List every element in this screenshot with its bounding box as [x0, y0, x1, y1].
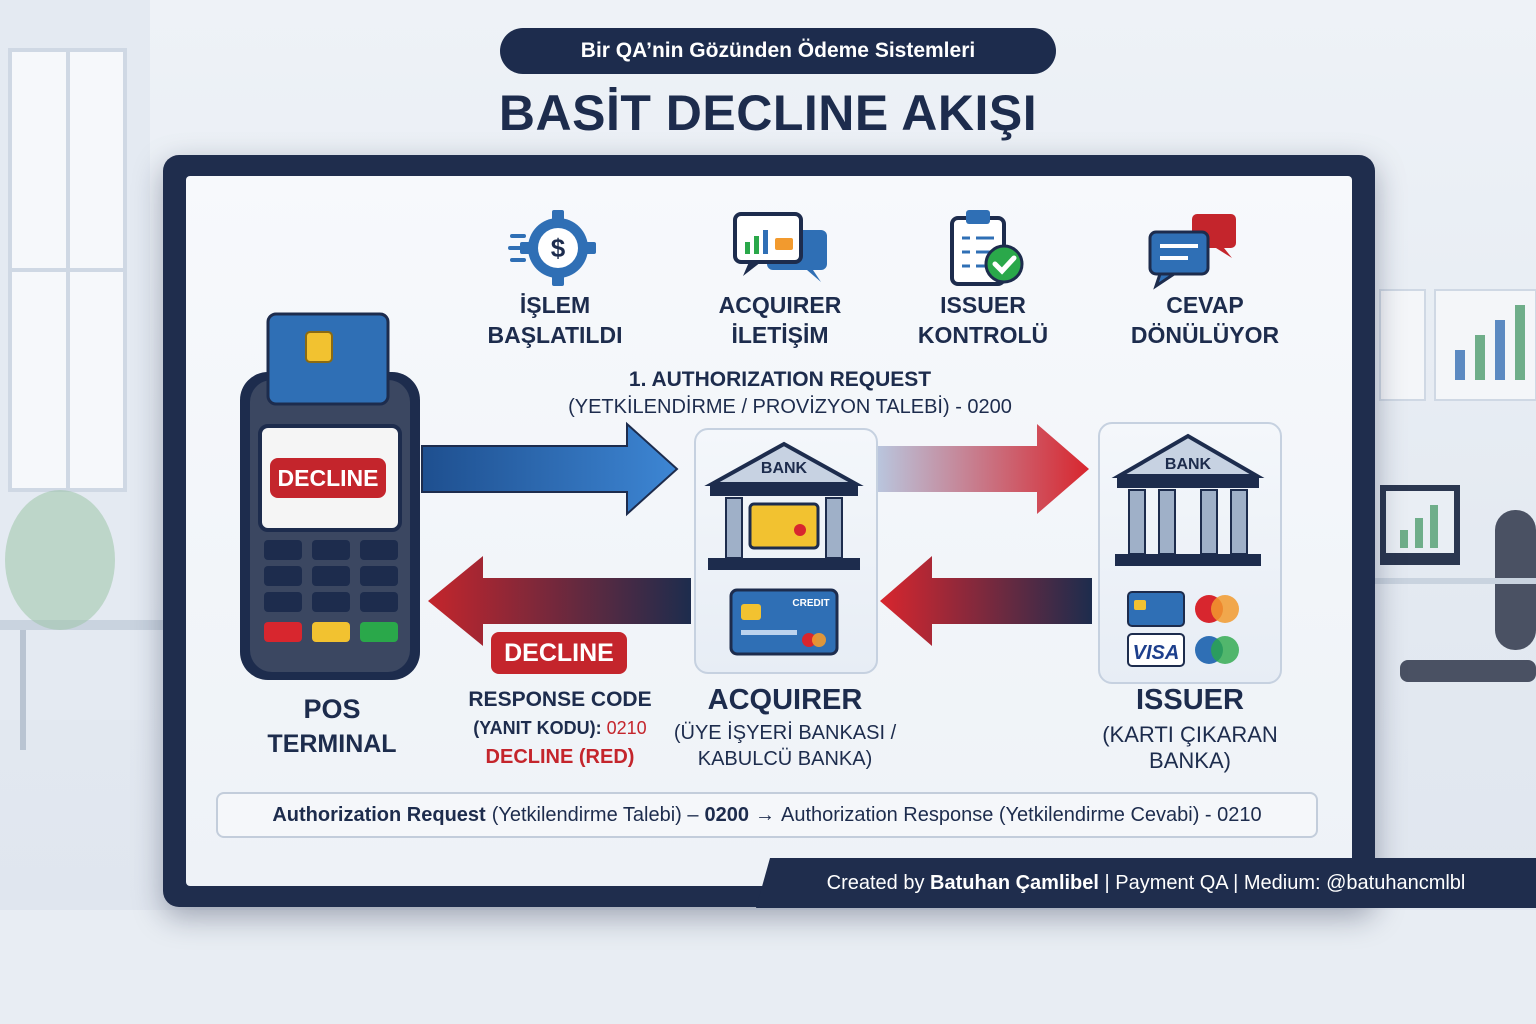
- chat-chart-icon: [733, 212, 827, 282]
- pos-label-line2: TERMINAL: [267, 730, 397, 758]
- step-cevap-donuluyor: CEVAP DÖNÜLÜYOR: [1105, 290, 1305, 350]
- acquirer-sub-line1: (ÜYE İŞYERİ BANKASI /: [673, 722, 897, 744]
- clipboard-check-icon: [950, 210, 1024, 286]
- pos-terminal-icon: [240, 312, 420, 680]
- subtitle-text: Bir QA’nin Gözünden Ödeme Sistemleri: [580, 39, 976, 62]
- issuer-bank-icon: [1111, 433, 1265, 566]
- request-label-line2: (YETKİLENDİRME / PROVİZYON TALEBİ) - 020…: [568, 396, 1012, 418]
- response-code-line2: (YANIT KODU): 0210: [440, 718, 680, 739]
- response-code-line3: DECLINE (RED): [485, 746, 635, 768]
- summary-arrow: →: [754, 803, 775, 826]
- step-line1: ISSUER: [940, 292, 1026, 318]
- step-line1: İŞLEM: [519, 292, 591, 318]
- acquirer-label: ACQUIRER: [707, 684, 863, 716]
- credits-footer: Created by Batuhan Çamlibel | Payment QA…: [756, 858, 1536, 908]
- step-line1: ACQUIRER: [718, 292, 842, 318]
- subtitle-pill: Bir QA’nin Gözünden Ödeme Sistemleri: [500, 28, 1056, 74]
- response-code-prefix: (YANIT KODU):: [473, 718, 607, 738]
- svg-text:$: $: [551, 233, 566, 263]
- arrow-acquirer-to-issuer: [877, 424, 1089, 514]
- gear-dollar-icon: $: [508, 210, 596, 286]
- step-line2: DÖNÜLÜYOR: [1130, 322, 1280, 348]
- issuer-bank-text: BANK: [1164, 456, 1212, 473]
- summary-response-text: Authorization Response (Yetkilendirme Ce…: [780, 803, 1262, 826]
- response-decline-badge: DECLINE: [491, 632, 627, 674]
- response-code-line1: RESPONSE CODE: [468, 688, 652, 711]
- acquirer-card-text: CREDIT: [792, 598, 830, 609]
- page-title: BASİT DECLINE AKIŞI: [498, 85, 1038, 141]
- step-line2: İLETİŞİM: [731, 322, 829, 348]
- summary-bar: Authorization Request (Yetkilendirme Tal…: [216, 792, 1318, 838]
- request-label-line1: 1. AUTHORIZATION REQUEST: [628, 368, 932, 391]
- acquirer-bank-icon: [704, 441, 864, 570]
- step-islem-baslatildi: İŞLEM BAŞLATILDI: [455, 290, 655, 350]
- issuer-label: ISSUER: [1136, 684, 1244, 716]
- footer-rest: | Payment QA | Medium: @batuhancmlbl: [1104, 871, 1466, 894]
- step-line2: BAŞLATILDI: [487, 322, 623, 348]
- step-line1: CEVAP: [1166, 292, 1244, 318]
- pos-label-line1: POS: [303, 694, 361, 724]
- acquirer-credit-card-icon: [729, 588, 839, 656]
- summary-request-text: (Yetkilendirme Talebi) –: [491, 803, 699, 826]
- arrow-acquirer-to-pos: [428, 556, 691, 646]
- step-acquirer-iletisim: ACQUIRER İLETİŞİM: [680, 290, 880, 350]
- arrow-pos-to-acquirer: [421, 421, 679, 517]
- issuer-sub-line2: BANKA): [1149, 748, 1231, 773]
- chat-bubbles-icon: [1148, 214, 1236, 290]
- response-code-value: 0210: [606, 718, 647, 738]
- issuer-visa-text: VISA: [1132, 642, 1180, 664]
- acquirer-sub-line2: KABULCÜ BANKA): [697, 748, 873, 770]
- step-issuer-kontrolu: ISSUER KONTROLÜ: [883, 290, 1083, 350]
- summary-request-code: 0200: [704, 803, 749, 826]
- issuer-sub-line1: (KARTI ÇIKARAN: [1102, 722, 1278, 747]
- arrow-issuer-to-acquirer: [880, 556, 1092, 646]
- footer-author: Batuhan Çamlibel: [930, 871, 1099, 894]
- pos-decline-screen-badge: DECLINE: [270, 458, 386, 498]
- acquirer-bank-text: BANK: [760, 460, 808, 477]
- summary-request-bold: Authorization Request: [272, 803, 486, 826]
- step-line2: KONTROLÜ: [917, 322, 1049, 348]
- footer-created-by: Created by: [826, 871, 925, 894]
- issuer-card-logos-icon: [1127, 591, 1239, 667]
